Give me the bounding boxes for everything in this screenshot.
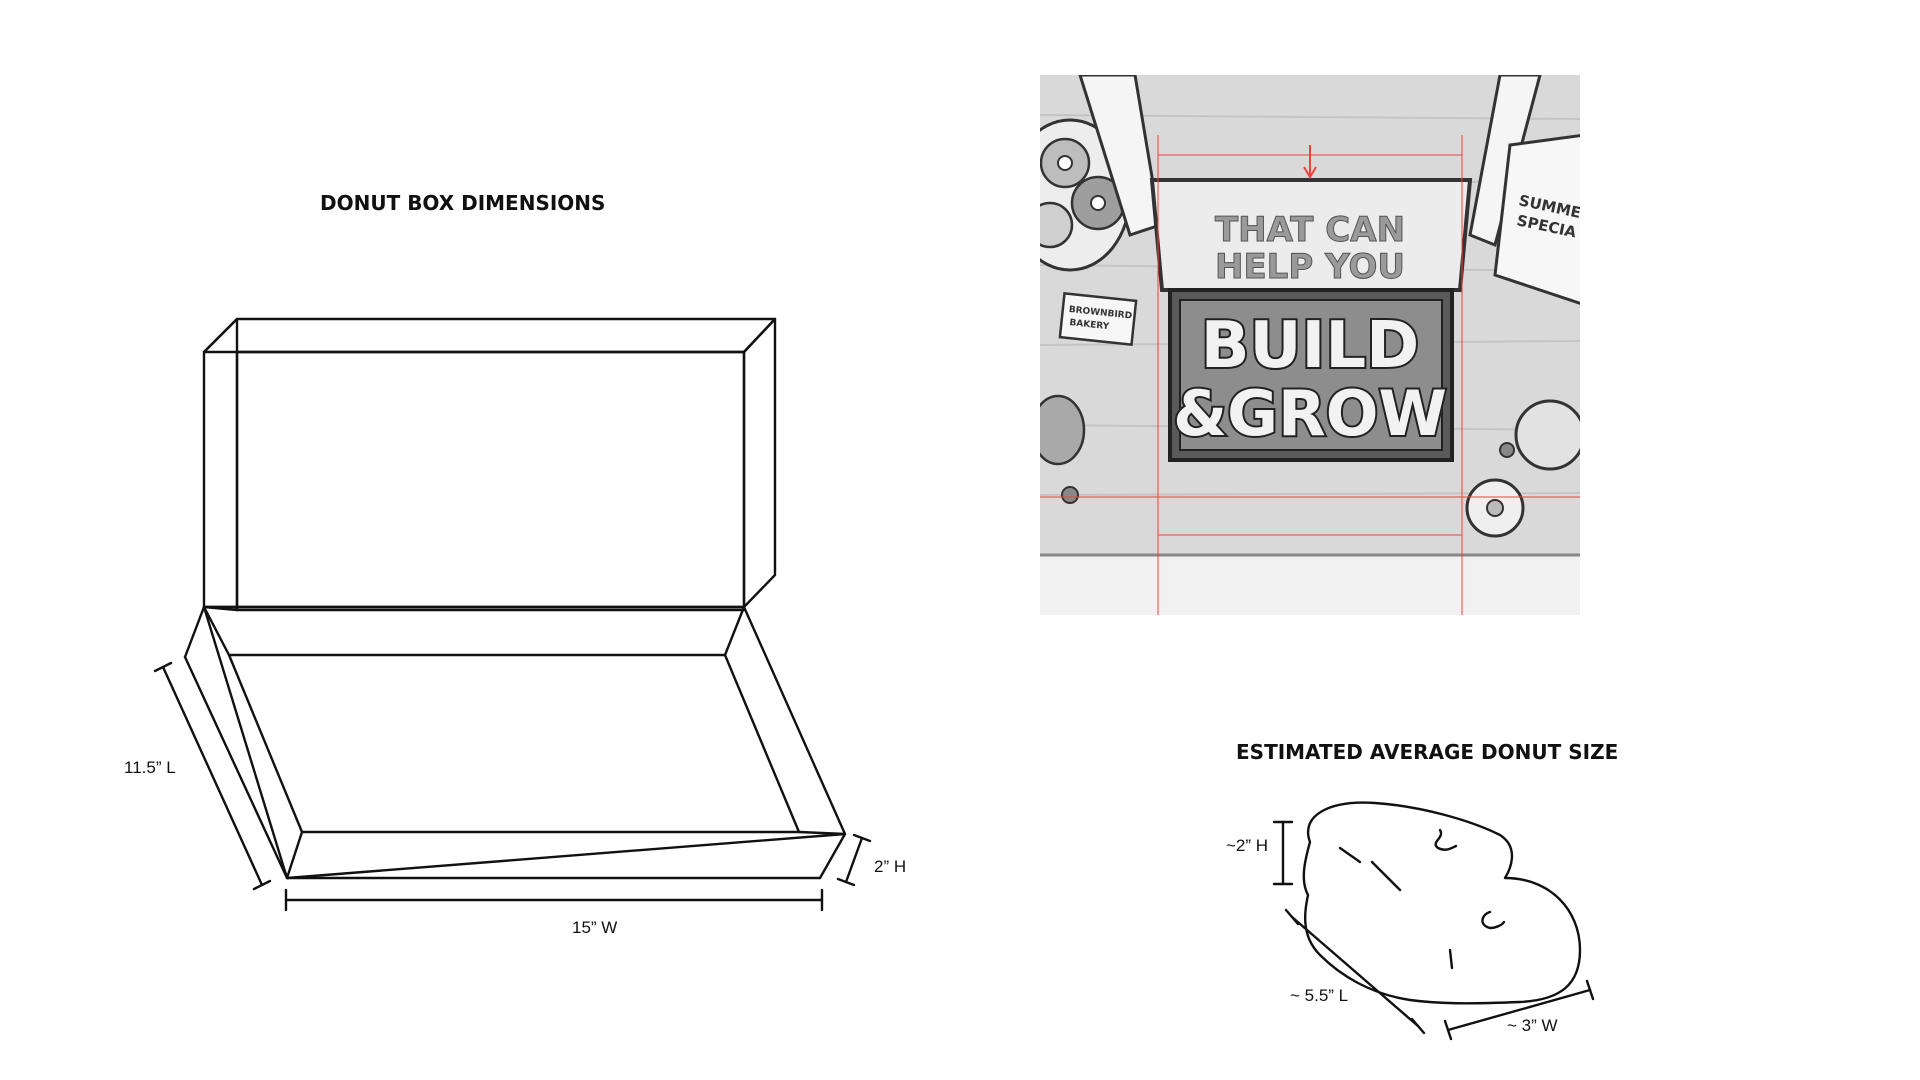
length-dimension-line bbox=[161, 665, 264, 887]
length-dimension-tick-top bbox=[153, 661, 173, 673]
base-left-wall-outer bbox=[183, 655, 289, 880]
lid-top-rim bbox=[202, 317, 777, 354]
donut-mark-1 bbox=[1434, 828, 1458, 851]
donut-outline bbox=[1302, 801, 1582, 1005]
box-dimensions-title: DONUT BOX DIMENSIONS bbox=[320, 191, 606, 215]
red-guide-lines bbox=[1040, 135, 1580, 615]
lid-right-side bbox=[742, 317, 777, 609]
table-edge bbox=[1040, 555, 1580, 615]
length-dimension-tick-bottom bbox=[252, 879, 272, 891]
donut-highlight-1 bbox=[1338, 846, 1362, 864]
donut-width-line bbox=[1446, 988, 1592, 1032]
base-inner-floor bbox=[227, 653, 801, 834]
base-inner-left-rise bbox=[202, 605, 231, 657]
donut-box-illustration: SUMME SPECIA BROWNBIRD BAKERY THAT CAN H… bbox=[1040, 75, 1580, 615]
box-dimension-lines bbox=[153, 661, 872, 912]
donut-mark-3 bbox=[1448, 948, 1454, 970]
bakery-card: BROWNBIRD BAKERY bbox=[1058, 291, 1138, 347]
base-inner-right-rise bbox=[723, 605, 746, 657]
base-front-left-corner bbox=[285, 830, 304, 880]
lid-inner-panel bbox=[235, 350, 746, 612]
donut-length-tick-bottom bbox=[1410, 1017, 1426, 1035]
donut-width-label: ~ 3” W bbox=[1507, 1016, 1558, 1035]
box-length-label: 11.5” L bbox=[124, 758, 176, 777]
donut-dimension-lines bbox=[1272, 820, 1595, 1041]
box-lid bbox=[202, 317, 777, 612]
coffee-cup bbox=[1514, 399, 1580, 471]
lid-left-side bbox=[202, 317, 239, 612]
height-dimension-tick-bottom bbox=[836, 877, 856, 887]
illustration-box-lid: THAT CAN HELP YOU bbox=[1149, 178, 1473, 292]
summer-special-flyer: SUMME SPECIA bbox=[1493, 134, 1580, 305]
base-right-corner bbox=[797, 830, 847, 836]
donut-length-line bbox=[1290, 915, 1420, 1028]
donut-size-title: ESTIMATED AVERAGE DONUT SIZE bbox=[1236, 740, 1619, 764]
donut-width-tick-left bbox=[1443, 1019, 1453, 1041]
donut-length-label: ~ 5.5” L bbox=[1290, 986, 1349, 1005]
donut-width-tick-right bbox=[1585, 979, 1595, 1001]
donut-text-line1: BUILD bbox=[1201, 309, 1419, 383]
donut-highlight-2 bbox=[1370, 860, 1402, 892]
base-left-wall-top bbox=[183, 605, 206, 659]
donut-mark-2 bbox=[1481, 910, 1506, 930]
donut-length-tick-top bbox=[1284, 908, 1300, 926]
height-dimension-line bbox=[844, 836, 864, 884]
illustration-art: SUMME SPECIA BROWNBIRD BAKERY THAT CAN H… bbox=[1040, 75, 1580, 615]
illustration-box-base: BUILD &GROW bbox=[1168, 288, 1454, 462]
box-height-label: 2” H bbox=[874, 857, 907, 876]
donut-height-label: ~2” H bbox=[1226, 836, 1269, 855]
lid-text-line2: HELP YOU bbox=[1215, 247, 1405, 287]
pine-cone bbox=[1040, 394, 1086, 466]
height-dimension-tick-top bbox=[852, 833, 872, 843]
box-width-label: 15” W bbox=[572, 918, 618, 937]
box-base bbox=[183, 605, 847, 880]
lid-text-line1: THAT CAN bbox=[1215, 210, 1405, 250]
donut-text-line2: &GROW bbox=[1173, 377, 1447, 450]
card-text-line2: BAKERY bbox=[1069, 318, 1110, 332]
donut-sketch bbox=[1302, 801, 1582, 1005]
base-right-front-edge bbox=[818, 832, 847, 880]
